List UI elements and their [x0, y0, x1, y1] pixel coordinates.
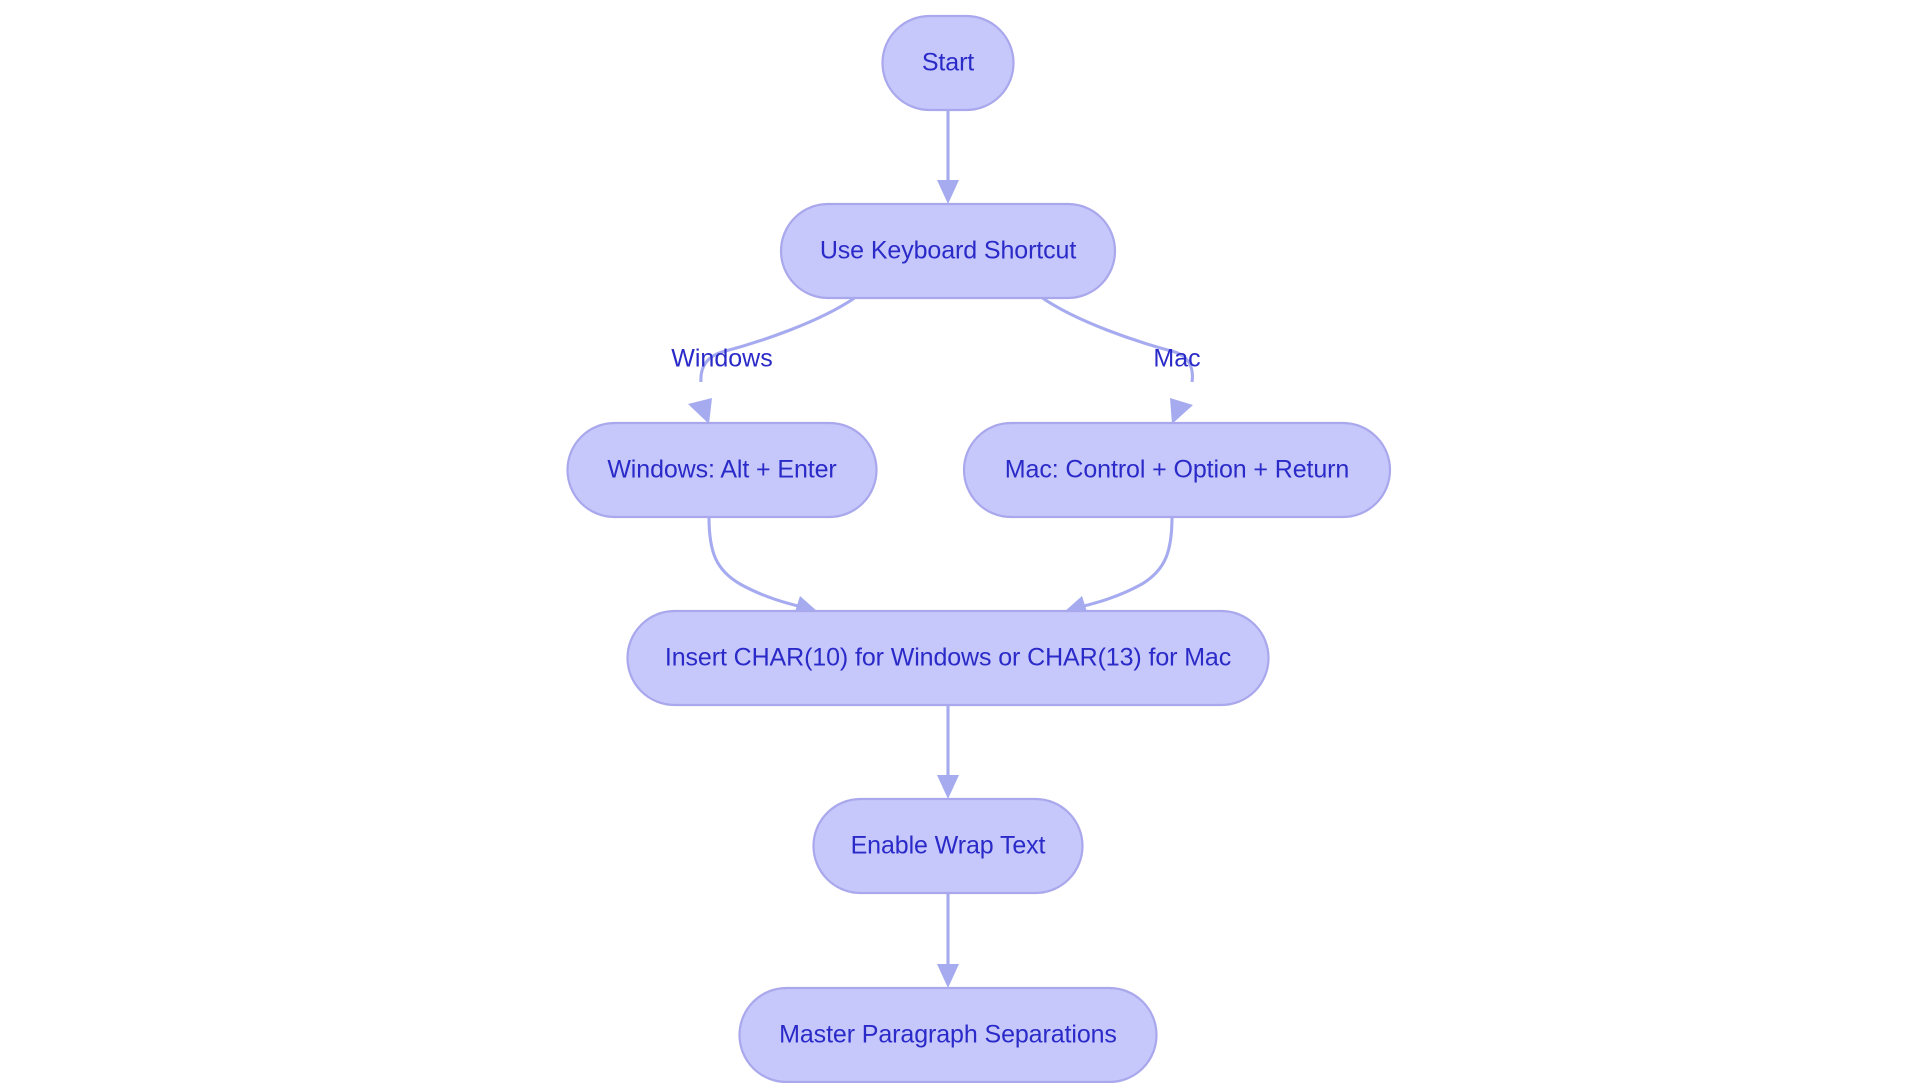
arrowhead-icon	[937, 180, 959, 204]
edge-line	[1040, 295, 1194, 383]
edge-label-mac: Mac	[1153, 345, 1200, 373]
edge-start-to-shortcut	[937, 110, 959, 204]
edge-line	[699, 295, 857, 383]
edge-shortcut-to-mac: Mac	[1040, 295, 1201, 424]
node-label: Start	[922, 49, 974, 77]
edge-wrap-to-master	[937, 893, 959, 988]
node-shape[interactable]	[962, 421, 1392, 519]
arrowhead-icon	[1170, 398, 1193, 424]
node-master-paragraph-separations[interactable]: Master Paragraph Separations	[738, 986, 1158, 1083]
edge-windows-to-char	[707, 516, 818, 618]
arrowhead-icon	[937, 775, 959, 799]
node-shape[interactable]	[779, 202, 1117, 300]
edge-line	[1075, 516, 1174, 610]
node-enable-wrap-text[interactable]: Enable Wrap Text	[812, 797, 1084, 895]
node-shape[interactable]	[812, 797, 1084, 895]
edge-shortcut-to-windows: Windows	[671, 295, 857, 424]
node-windows-shortcut[interactable]: Windows: Alt + Enter	[566, 421, 878, 519]
node-label: Mac: Control + Option + Return	[1005, 456, 1349, 484]
arrowhead-icon	[688, 398, 712, 424]
node-shape[interactable]	[566, 421, 878, 519]
node-layer: Start Use Keyboard Shortcut Windows: Alt…	[566, 14, 1392, 1083]
node-label: Use Keyboard Shortcut	[820, 237, 1077, 265]
node-label: Windows: Alt + Enter	[607, 456, 836, 484]
node-label: Enable Wrap Text	[851, 832, 1046, 860]
node-insert-char[interactable]: Insert CHAR(10) for Windows or CHAR(13) …	[626, 609, 1270, 707]
edge-char-to-wrap	[937, 705, 959, 799]
edge-mac-to-char	[1064, 516, 1174, 618]
node-label: Insert CHAR(10) for Windows or CHAR(13) …	[665, 644, 1231, 672]
node-shape[interactable]	[881, 14, 1015, 112]
node-shape[interactable]	[738, 986, 1158, 1083]
node-use-keyboard-shortcut[interactable]: Use Keyboard Shortcut	[779, 202, 1117, 300]
edge-line	[707, 516, 807, 610]
node-mac-shortcut[interactable]: Mac: Control + Option + Return	[962, 421, 1392, 519]
arrowhead-icon	[937, 964, 959, 988]
node-shape[interactable]	[626, 609, 1270, 707]
node-start[interactable]: Start	[881, 14, 1015, 112]
node-label: Master Paragraph Separations	[779, 1021, 1117, 1049]
edge-label-windows: Windows	[671, 345, 772, 373]
edge-layer: Windows Mac	[671, 110, 1201, 988]
